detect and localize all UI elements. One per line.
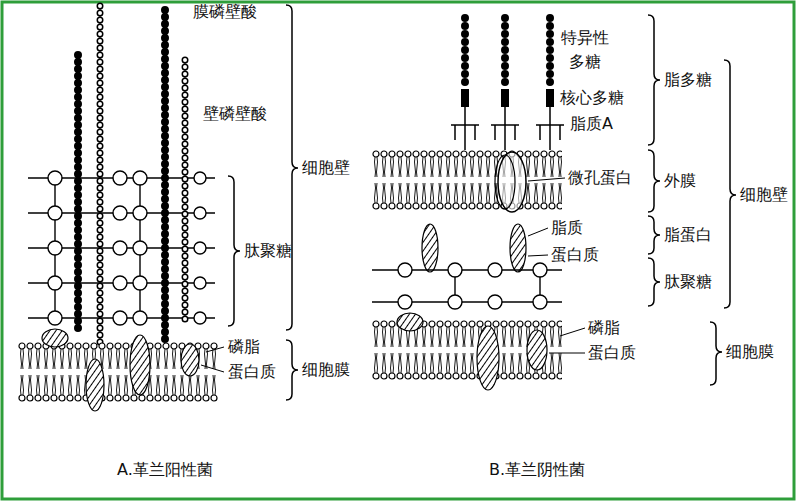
part-label: 膜磷壁酸 — [193, 2, 257, 22]
part-label: 微孔蛋白 — [568, 168, 632, 188]
part-label: 脂质A — [570, 114, 613, 134]
part-label: A.革兰阳性菌 — [117, 460, 213, 480]
part-label: 磷脂 — [588, 318, 620, 338]
outer-membrane — [372, 150, 562, 272]
leader-lines — [528, 178, 585, 353]
gram-negative-peptidoglycan — [372, 263, 562, 309]
part-label: B.革兰阴性菌 — [489, 460, 585, 480]
part-label: 细胞壁 — [740, 185, 788, 205]
part-label: 脂多糖 — [664, 70, 712, 90]
part-label: 磷脂 — [228, 337, 260, 357]
part-label: 细胞膜 — [726, 342, 774, 362]
gram-negative-membrane — [372, 313, 562, 390]
part-label: 外膜 — [664, 171, 696, 191]
part-label: 核心多糖 — [560, 88, 624, 108]
lipopolysaccharide — [451, 18, 564, 150]
brackets — [228, 5, 736, 400]
part-label: 蛋白质 — [228, 362, 276, 382]
part-label: 肽聚糖 — [244, 241, 292, 261]
part-label: 壁磷壁酸 — [203, 104, 267, 124]
part-label: 细胞膜 — [302, 360, 350, 380]
gram-positive-membrane — [18, 329, 224, 411]
part-label: 脂质 — [551, 218, 583, 238]
part-label: 蛋白质 — [588, 343, 636, 363]
part-label: 特异性 多糖 — [558, 26, 612, 74]
part-label: 细胞壁 — [302, 158, 350, 178]
gram-positive-wall — [28, 6, 215, 345]
part-label: 肽聚糖 — [664, 272, 712, 292]
part-label: 脂蛋白 — [664, 225, 712, 245]
part-label: 蛋白质 — [551, 245, 599, 265]
